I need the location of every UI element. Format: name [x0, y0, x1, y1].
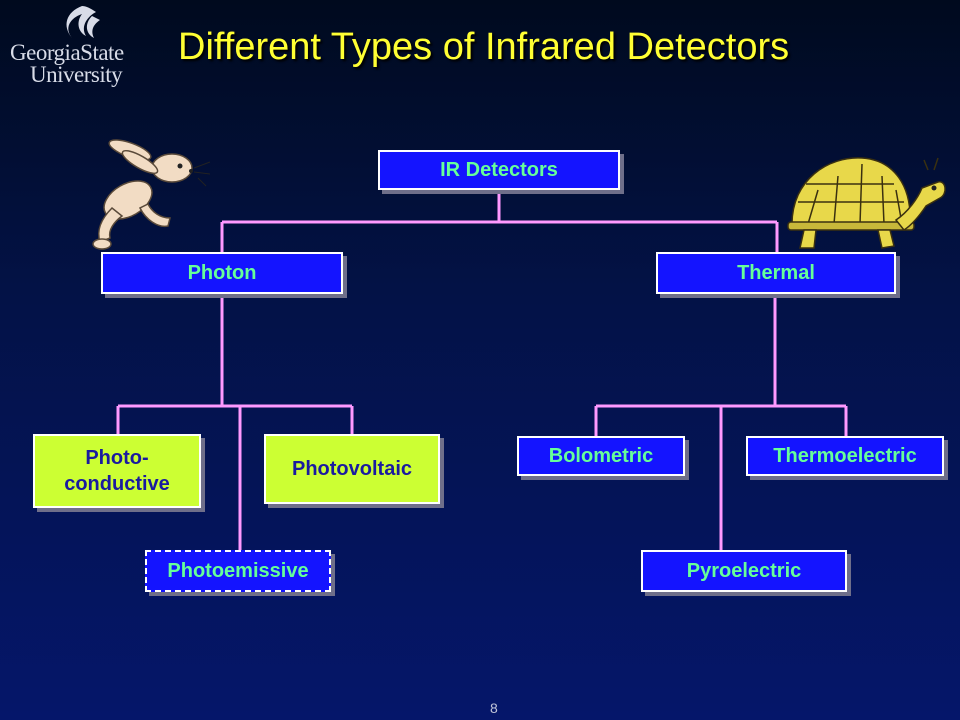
node-photoconductive-label: Photo- conductive	[64, 447, 170, 495]
node-photoemissive-label: Photoemissive	[167, 559, 309, 582]
node-pyroelectric: Pyroelectric	[641, 550, 847, 592]
node-thermoelectric: Thermoelectric	[746, 436, 944, 476]
node-thermal-label: Thermal	[737, 261, 815, 284]
node-photon-label: Photon	[187, 261, 257, 284]
node-pyroelectric-label: Pyroelectric	[686, 559, 802, 582]
node-photovoltaic: Photovoltaic	[264, 434, 440, 504]
university-logo: GeorgiaState University	[6, 2, 124, 92]
node-ir-detectors: IR Detectors	[378, 150, 620, 190]
node-photovoltaic-label: Photovoltaic	[291, 457, 412, 480]
rabbit-clipart-icon	[92, 139, 211, 250]
page-number: 8	[490, 700, 498, 716]
flame-logo-icon	[66, 6, 100, 38]
logo-text-line1: GeorgiaState	[10, 40, 124, 65]
slide-title: Different Types of Infrared Detectors	[178, 26, 790, 68]
node-bolometric: Bolometric	[517, 436, 685, 476]
node-thermal: Thermal	[656, 252, 896, 294]
node-photon: Photon	[101, 252, 343, 294]
logo-text-line2: University	[30, 62, 123, 87]
node-thermoelectric-label: Thermoelectric	[773, 444, 917, 467]
node-photoconductive: Photo- conductive	[33, 434, 201, 508]
node-bolometric-label: Bolometric	[548, 444, 654, 467]
node-ir-detectors-label: IR Detectors	[440, 158, 558, 181]
node-photoemissive: Photoemissive	[145, 550, 331, 592]
turtle-clipart-icon	[787, 157, 946, 249]
